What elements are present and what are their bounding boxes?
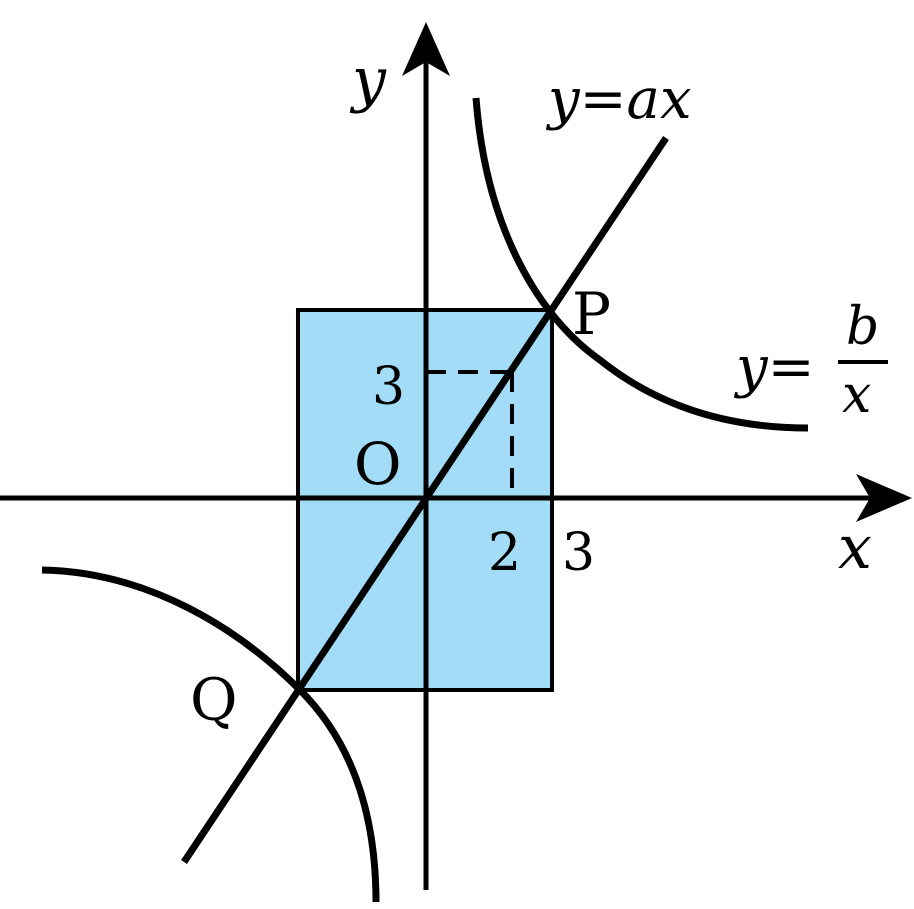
hyperbola-equation-numerator: b — [846, 297, 879, 357]
tick-label-y-3: 3 — [372, 357, 405, 417]
hyperbola-branch-upper — [472, 97, 809, 432]
hyperbola-equation-lhs: y= — [733, 335, 815, 400]
origin-label: O — [354, 430, 402, 498]
tick-label-x-3: 3 — [562, 523, 595, 583]
point-q-label: Q — [190, 666, 238, 734]
line-y-ax — [181, 136, 669, 864]
hyperbola-equation-denominator: x — [842, 365, 871, 425]
x-axis-arrowhead — [856, 474, 912, 522]
hyperbola-branch-lower — [41, 566, 380, 903]
y-axis-arrowhead — [402, 22, 450, 76]
line-equation-label: y=ax — [545, 67, 692, 132]
point-p-label: P — [572, 280, 611, 348]
y-axis-label: y — [349, 45, 387, 115]
tick-label-x-2: 2 — [488, 523, 521, 583]
x-axis-label: x — [838, 513, 872, 583]
